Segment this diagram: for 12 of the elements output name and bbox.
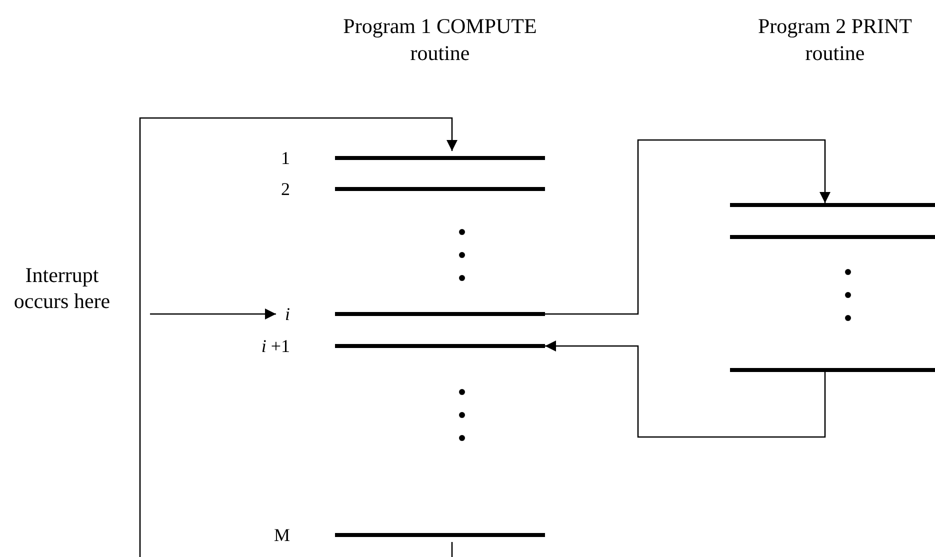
line-number: 1 [281, 151, 290, 165]
arrow [139, 117, 458, 557]
arrow [545, 139, 830, 315]
line-number: i +1 [261, 339, 290, 353]
arrow [150, 308, 276, 320]
annotation-text: Interrupt occurs here [12, 262, 112, 314]
line-number: 2 [281, 182, 290, 196]
line-number: i [284, 307, 290, 321]
program-heading: Program 1 COMPUTE routine [342, 13, 538, 67]
program-heading: Program 2 PRINT routine [757, 13, 913, 67]
arrow [545, 340, 826, 438]
line-number: M [274, 528, 290, 542]
